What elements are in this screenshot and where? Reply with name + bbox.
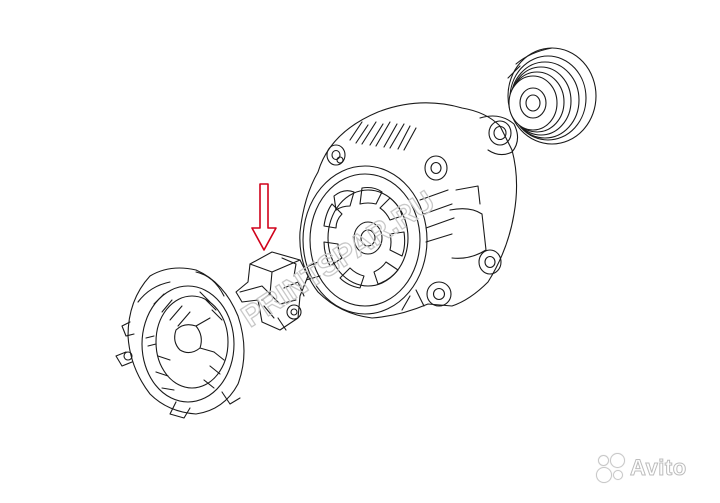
watermark-text: PRINTSPAR.RU (236, 185, 441, 334)
pulley (507, 47, 597, 145)
watermark: PRINTSPAR.RU (235, 184, 441, 334)
avito-wordmark: Avito (630, 455, 687, 481)
voltage-regulator-brush-holder (235, 251, 309, 331)
highlight-arrow (251, 183, 277, 251)
alternator-body (299, 102, 519, 319)
avito-logo: Avito (596, 452, 706, 484)
rear-cover (115, 267, 245, 419)
avito-dots-icon (596, 453, 626, 483)
